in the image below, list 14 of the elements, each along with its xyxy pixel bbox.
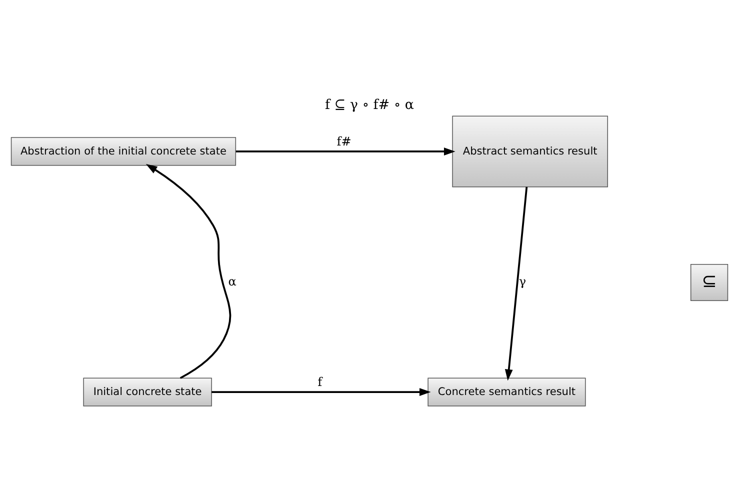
edge-label: γ — [518, 274, 526, 288]
arrow — [146, 164, 232, 378]
arrow — [212, 388, 431, 396]
arrow — [504, 186, 528, 380]
edge-label: α — [228, 274, 236, 288]
node-box: Abstract semantics result — [452, 115, 608, 187]
label: ⊆ — [702, 270, 717, 292]
diagram-title: f ⊆ γ ∘ f# ∘ α — [324, 96, 414, 112]
arrow — [236, 147, 456, 155]
node-box: Concrete semantics result — [428, 377, 586, 406]
node-box: Initial concrete state — [83, 377, 212, 406]
edge-label: f — [318, 374, 322, 388]
node-box: Abstraction of the initial concrete state — [10, 136, 236, 166]
edge-label: f# — [336, 134, 352, 148]
